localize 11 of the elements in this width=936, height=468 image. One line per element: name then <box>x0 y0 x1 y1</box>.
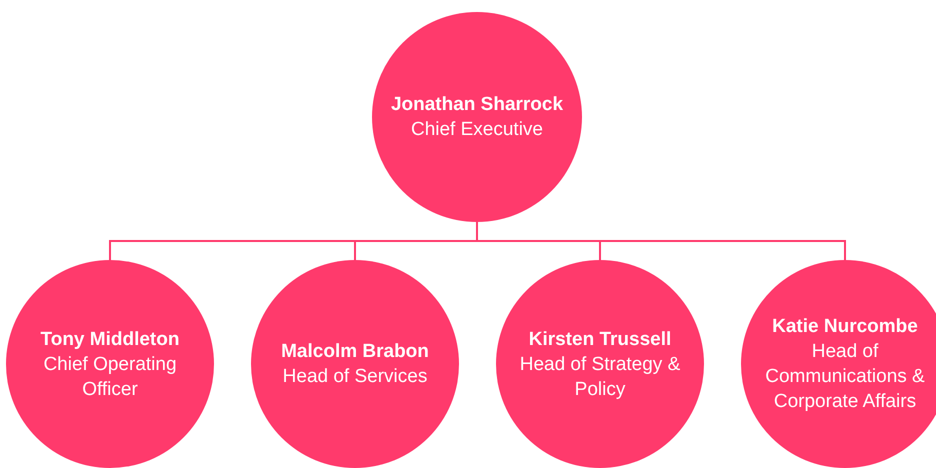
person-name: Malcolm Brabon <box>281 340 429 364</box>
job-title: Head of Services <box>282 365 428 389</box>
job-title: Chief Executive <box>410 118 543 142</box>
person-name: Tony Middleton <box>40 328 180 352</box>
person-name: Katie Nurcombe <box>772 315 918 339</box>
person-name: Jonathan Sharrock <box>390 93 564 117</box>
connector-line <box>476 222 846 260</box>
person-name: Kirsten Trussell <box>528 328 672 352</box>
job-title: Chief Operating Officer <box>42 352 178 402</box>
job-title: Head of Communications & Corporate Affairs <box>764 340 926 414</box>
job-title: Head of Strategy & Policy <box>518 352 682 402</box>
